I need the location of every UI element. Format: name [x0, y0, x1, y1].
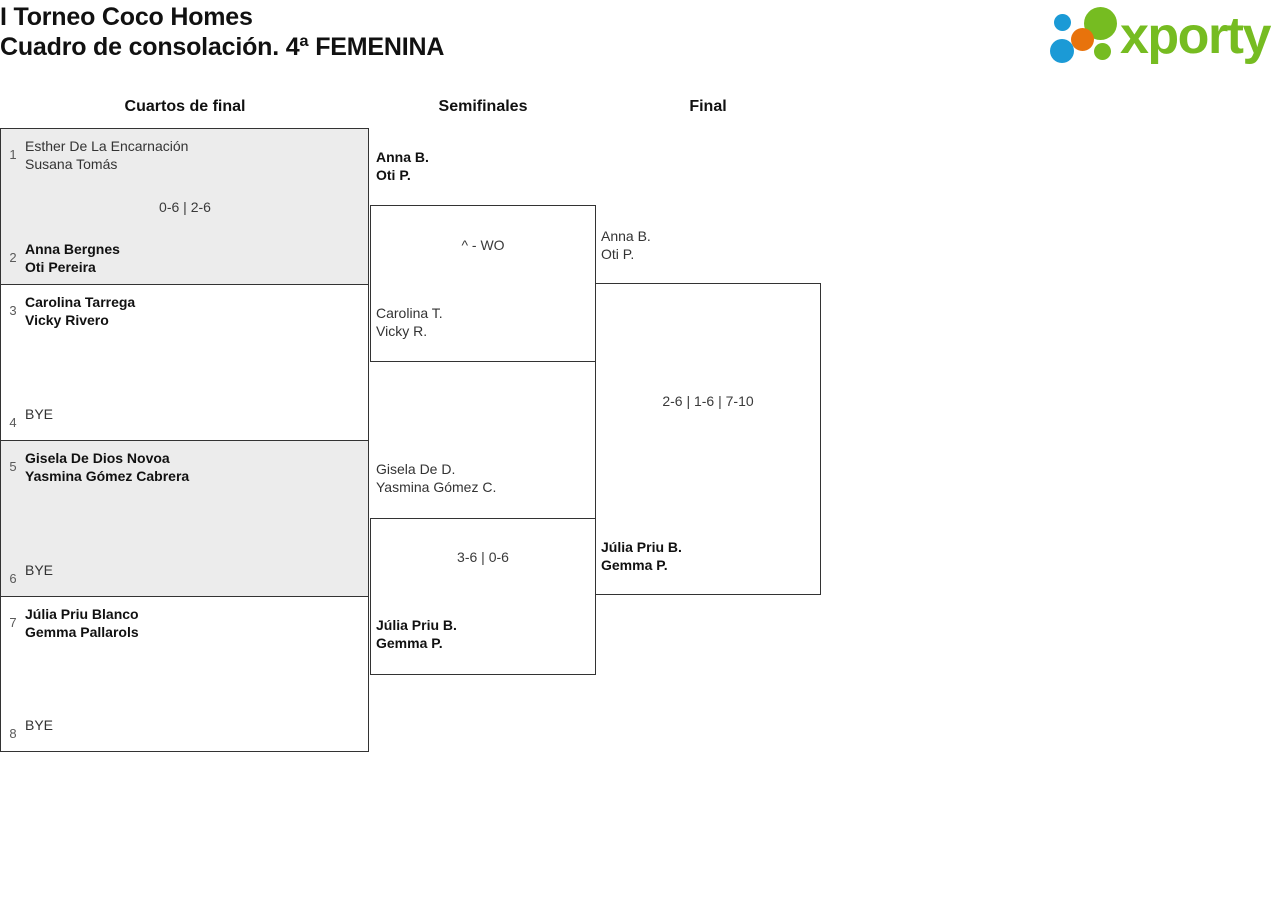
seed-number: 7	[9, 615, 17, 630]
logo-dots-icon	[1048, 6, 1120, 66]
bracket-entry[interactable]: Anna B. Oti P.	[601, 227, 651, 263]
tournament-name: I Torneo Coco Homes	[0, 3, 253, 31]
player-name: Esther De La Encarnación	[25, 138, 189, 154]
player-name: Júlia Priu B.	[376, 617, 457, 633]
player-name: Anna B.	[601, 228, 651, 244]
bracket-entry[interactable]: 1 Esther De La Encarnación Susana Tomás	[1, 137, 188, 173]
logo-dot-orange	[1071, 28, 1094, 51]
match-score-semifinal-1: ^ - WO	[461, 237, 505, 253]
match-score-final: 2-6 | 1-6 | 7-10	[662, 393, 754, 409]
logo-dot-green-small	[1094, 43, 1111, 60]
match-score-semifinal-2: 3-6 | 0-6	[457, 549, 509, 565]
bracket-entry[interactable]: 5 Gisela De Dios Novoa Yasmina Gómez Cab…	[1, 449, 189, 485]
seed-number: 8	[9, 726, 17, 741]
player-name: Susana Tomás	[25, 156, 118, 172]
team-names: Anna B. Oti P.	[376, 148, 429, 184]
bye-label: BYE	[25, 717, 54, 733]
bracket-entry[interactable]: 2 Anna Bergnes Oti Pereira	[1, 240, 120, 276]
match-quarterfinal-2[interactable]: 3 Carolina Tarrega Vicky Rivero 4 BYE	[0, 284, 369, 441]
team-names: BYE	[25, 405, 53, 423]
team-names: Júlia Priu B. Gemma P.	[601, 538, 682, 574]
bracket-entry[interactable]: Carolina T. Vicky R.	[376, 304, 443, 340]
bye-label: BYE	[25, 562, 54, 578]
player-name: Carolina T.	[376, 305, 443, 321]
player-name: Gemma P.	[601, 557, 668, 573]
bracket-subtitle: Cuadro de consolación. 4ª FEMENINA	[0, 33, 445, 61]
player-name: Anna B.	[376, 149, 429, 165]
bracket-entry[interactable]: 4 BYE	[1, 405, 53, 432]
page-title: I Torneo Coco Homes Cuadro de consolació…	[0, 2, 444, 62]
round-heading-semifinals: Semifinales	[438, 98, 528, 115]
player-name: Vicky Rivero	[25, 312, 109, 328]
team-names: Gisela De D. Yasmina Gómez C.	[376, 460, 496, 496]
team-names: Anna B. Oti P.	[601, 227, 651, 263]
bracket-entry[interactable]: Anna B. Oti P.	[376, 148, 429, 184]
player-name: Yasmina Gómez C.	[376, 479, 497, 495]
team-names: BYE	[25, 716, 53, 734]
player-name: Anna Bergnes	[25, 241, 120, 257]
page-header: I Torneo Coco Homes Cuadro de consolació…	[0, 0, 1280, 78]
team-names: Anna Bergnes Oti Pereira	[25, 240, 120, 276]
bracket-entry[interactable]: Gisela De D. Yasmina Gómez C.	[376, 460, 496, 496]
match-quarterfinal-4[interactable]: 7 Júlia Priu Blanco Gemma Pallarols 8 BY…	[0, 596, 369, 752]
match-quarterfinal-3[interactable]: 5 Gisela De Dios Novoa Yasmina Gómez Cab…	[0, 440, 369, 597]
logo-wordmark: xporty	[1120, 7, 1271, 65]
player-name: Gemma P.	[376, 635, 443, 651]
bracket-entry[interactable]: Júlia Priu B. Gemma P.	[376, 616, 457, 652]
player-name: Carolina Tarrega	[25, 294, 136, 310]
match-semifinal-2[interactable]	[370, 518, 596, 675]
bracket-entry[interactable]: 8 BYE	[1, 716, 53, 743]
player-name: Gisela De D.	[376, 461, 456, 477]
player-name: Yasmina Gómez Cabrera	[25, 468, 190, 484]
team-names: Gisela De Dios Novoa Yasmina Gómez Cabre…	[25, 449, 189, 485]
round-heading-final: Final	[689, 98, 727, 115]
seed-number: 4	[9, 415, 17, 430]
team-names: Carolina Tarrega Vicky Rivero	[25, 293, 135, 329]
team-names: Júlia Priu Blanco Gemma Pallarols	[25, 605, 139, 641]
team-names: Esther De La Encarnación Susana Tomás	[25, 137, 188, 173]
match-score-quarterfinal-1: 0-6 | 2-6	[159, 199, 211, 215]
player-name: Júlia Priu B.	[601, 539, 682, 555]
player-name: Júlia Priu Blanco	[25, 606, 139, 622]
match-semifinal-1[interactable]	[370, 205, 596, 362]
match-final[interactable]	[595, 283, 821, 595]
round-heading-quarterfinals: Cuartos de final	[124, 98, 246, 115]
seed-number: 1	[9, 147, 17, 162]
player-name: Gisela De Dios Novoa	[25, 450, 170, 466]
player-name: Oti P.	[376, 167, 411, 183]
bracket-entry[interactable]: 6 BYE	[1, 561, 53, 588]
team-names: Carolina T. Vicky R.	[376, 304, 443, 340]
bye-label: BYE	[25, 406, 54, 422]
logo-dot-blue-large	[1050, 39, 1074, 63]
bracket-entry[interactable]: Júlia Priu B. Gemma P.	[601, 538, 682, 574]
player-name: Gemma Pallarols	[25, 624, 139, 640]
player-name: Oti P.	[601, 246, 635, 262]
seed-number: 6	[9, 571, 17, 586]
xporty-logo[interactable]: xporty	[1048, 6, 1276, 66]
player-name: Oti Pereira	[25, 259, 96, 275]
seed-number: 5	[9, 459, 17, 474]
player-name: Vicky R.	[376, 323, 428, 339]
bracket-entry[interactable]: 7 Júlia Priu Blanco Gemma Pallarols	[1, 605, 139, 641]
bracket-entry[interactable]: 3 Carolina Tarrega Vicky Rivero	[1, 293, 135, 329]
team-names: Júlia Priu B. Gemma P.	[376, 616, 457, 652]
team-names: BYE	[25, 561, 53, 579]
seed-number: 3	[9, 303, 17, 318]
logo-dot-blue-small	[1054, 14, 1071, 31]
seed-number: 2	[9, 250, 17, 265]
